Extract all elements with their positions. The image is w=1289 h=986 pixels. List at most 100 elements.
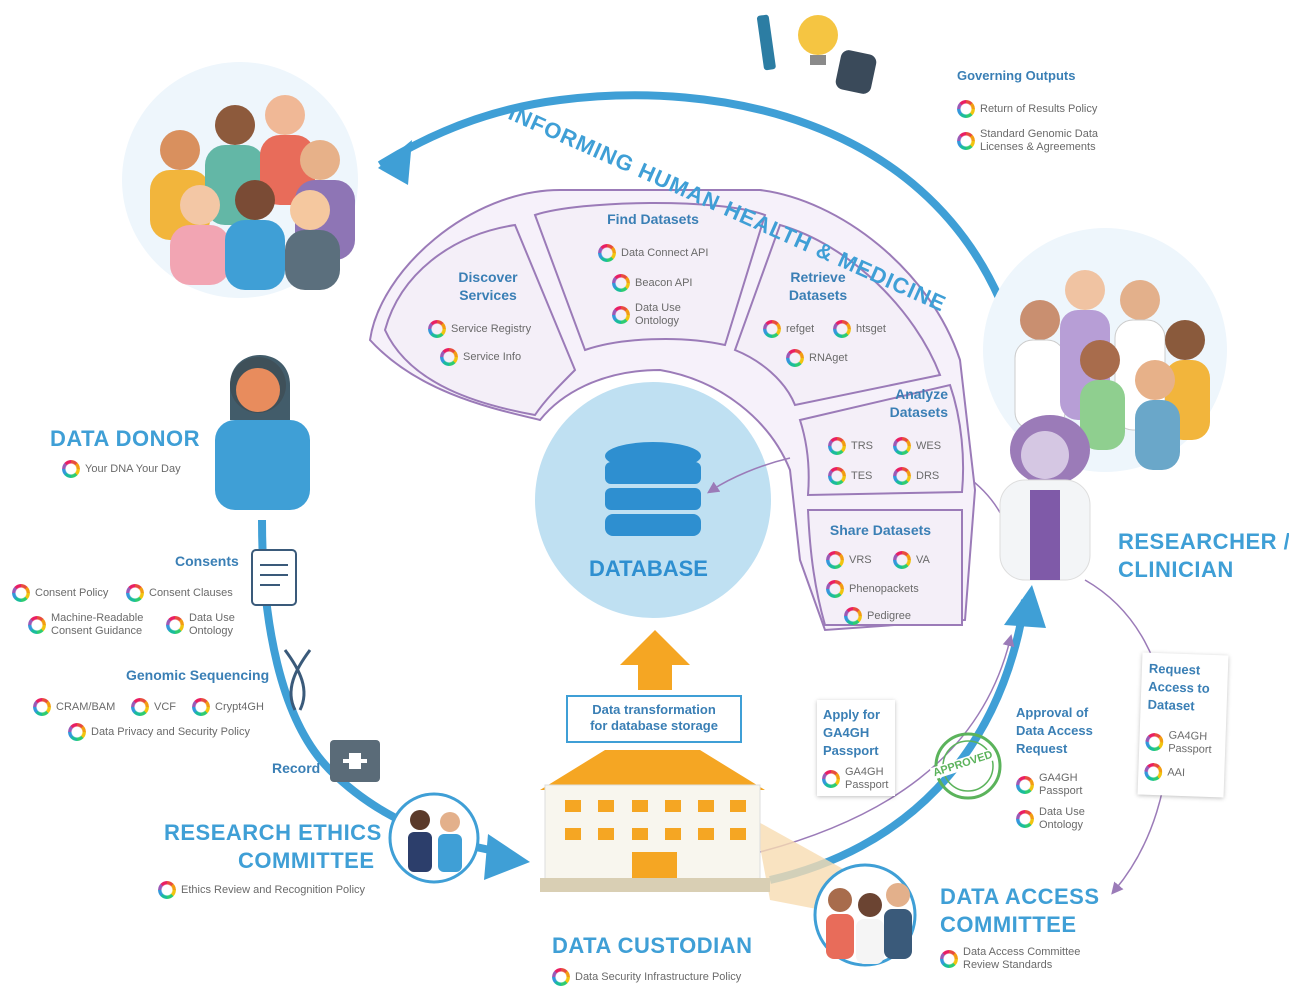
dac-title-line2: COMMITTEE xyxy=(940,912,1077,937)
dac-item: Data Access Committee Review Standards xyxy=(940,946,1100,972)
analyze-item-3: TES xyxy=(828,467,872,485)
ga4gh-logo-icon xyxy=(552,968,570,986)
health-arc-arrowhead xyxy=(378,140,412,185)
analyze-item-4: DRS xyxy=(893,467,939,485)
share-title: Share Datasets xyxy=(829,522,932,538)
ga4gh-logo-icon xyxy=(440,348,458,366)
share-item-1: VRS xyxy=(826,551,872,569)
donor-art xyxy=(215,355,310,510)
retrieve-item-3: RNAget xyxy=(786,349,848,367)
retrieve-item-2: htsget xyxy=(833,320,886,338)
ga4gh-logo-icon xyxy=(826,551,844,569)
consents-title: Consents xyxy=(175,553,239,569)
seg-share xyxy=(806,509,963,626)
discover-item-1: Service Registry xyxy=(428,320,531,338)
share-item-3: Phenopackets xyxy=(826,580,919,598)
approval-item-2: Data Use Ontology xyxy=(1016,806,1096,832)
passport-card-title: Apply for GA4GH Passport xyxy=(823,707,881,758)
find-item-2: Beacon API xyxy=(612,274,693,292)
ga4gh-logo-icon xyxy=(612,274,630,292)
retrieve-title: Retrieve Datasets xyxy=(788,269,848,303)
request-card: Request Access to Dataset GA4GH Passport… xyxy=(1137,652,1229,798)
ga4gh-logo-icon xyxy=(828,467,846,485)
transformation-line1: Data transformation xyxy=(592,702,716,717)
ga4gh-logo-icon xyxy=(33,698,51,716)
dac-art xyxy=(813,863,917,967)
ga4gh-logo-icon xyxy=(192,698,210,716)
discover-item-2: Service Info xyxy=(440,348,521,366)
transformation-box: Data transformation for database storage xyxy=(566,695,742,743)
ga4gh-logo-icon xyxy=(786,349,804,367)
ga4gh-logo-icon xyxy=(158,881,176,899)
researcher-flow-arrowhead xyxy=(1004,585,1046,628)
custodian-title: DATA CUSTODIAN xyxy=(552,933,753,958)
ga4gh-logo-icon xyxy=(893,467,911,485)
share-item-2: VA xyxy=(893,551,930,569)
researcher-title-line2: CLINICIAN xyxy=(1118,557,1234,582)
share-item-4: Pedigree xyxy=(844,607,911,625)
ga4gh-logo-icon xyxy=(62,460,80,478)
ethics-title-line2: COMMITTEE xyxy=(238,848,375,873)
ga4gh-logo-icon xyxy=(612,306,630,324)
ga4gh-logo-icon xyxy=(826,580,844,598)
ga4gh-logo-icon xyxy=(828,437,846,455)
analyze-item-2: WES xyxy=(893,437,941,455)
sequencing-item-1: CRAM/BAM xyxy=(33,698,115,716)
ga4gh-logo-icon xyxy=(126,584,144,602)
database-label: DATABASE xyxy=(589,556,708,581)
custodian-purple-line xyxy=(759,634,1015,853)
custodian-item: Data Security Infrastructure Policy xyxy=(552,968,741,986)
ga4gh-logo-icon xyxy=(893,437,911,455)
passport-card: Apply for GA4GH Passport GA4GH Passport xyxy=(817,700,895,796)
researcher-title-line1: RESEARCHER / xyxy=(1118,529,1289,554)
ga4gh-logo-icon xyxy=(1016,776,1034,794)
find-item-1: Data Connect API xyxy=(598,244,708,262)
database-icon xyxy=(605,442,701,536)
ga4gh-logo-icon xyxy=(833,320,851,338)
ethics-item: Ethics Review and Recognition Policy xyxy=(158,881,365,899)
ga4gh-logo-icon xyxy=(957,100,975,118)
ga4gh-logo-icon xyxy=(166,616,184,634)
researchers-art xyxy=(983,228,1227,472)
ga4gh-logo-icon xyxy=(12,584,30,602)
services-ring xyxy=(368,189,977,632)
dac-title-line1: DATA ACCESS xyxy=(940,884,1100,909)
sequencing-item-2: VCF xyxy=(131,698,176,716)
ga4gh-logo-icon xyxy=(598,244,616,262)
ga4gh-logo-icon xyxy=(68,723,86,741)
approval-item-1: GA4GH Passport xyxy=(1016,772,1096,798)
retrieve-item-1: refget xyxy=(763,320,814,338)
clinician-art xyxy=(999,415,1091,581)
analyze-item-1: TRS xyxy=(828,437,873,455)
record-folder-icon xyxy=(330,740,380,782)
consents-item-2: Consent Clauses xyxy=(126,584,233,602)
ga4gh-logo-icon xyxy=(1145,732,1164,752)
record-label: Record xyxy=(272,760,321,776)
ga4gh-logo-icon xyxy=(957,132,975,150)
ga4gh-logo-icon xyxy=(1016,810,1034,828)
ga4gh-logo-icon xyxy=(763,320,781,338)
seg-discover xyxy=(383,223,577,417)
medicine-icons xyxy=(756,14,877,94)
ga4gh-logo-icon xyxy=(893,551,911,569)
discover-title: Discover Services xyxy=(458,269,518,303)
donor-flow-arrowhead xyxy=(484,834,530,880)
request-card-item-1: GA4GH Passport xyxy=(1145,729,1224,758)
passport-card-item: GA4GH Passport xyxy=(822,766,894,792)
find-item-3: Data Use Ontology xyxy=(612,302,692,328)
governing-item-2: Standard Genomic Data Licenses & Agreeme… xyxy=(957,128,1107,154)
public-crowd-art xyxy=(122,62,358,298)
ga4gh-logo-icon xyxy=(428,320,446,338)
ethics-title-line1: RESEARCH ETHICS xyxy=(164,820,382,845)
health-arc xyxy=(377,91,1004,302)
consents-item-4: Data Use Ontology xyxy=(166,612,244,638)
seg-find xyxy=(533,202,767,352)
ga4gh-logo-icon xyxy=(844,607,862,625)
consent-document-icon xyxy=(251,549,297,606)
find-title: Find Datasets xyxy=(607,211,699,227)
sequencing-item-4: Data Privacy and Security Policy xyxy=(68,723,250,741)
consents-item-3: Machine-Readable Consent Guidance xyxy=(28,612,156,638)
governing-title: Governing Outputs xyxy=(957,68,1076,83)
consents-item-1: Consent Policy xyxy=(12,584,108,602)
